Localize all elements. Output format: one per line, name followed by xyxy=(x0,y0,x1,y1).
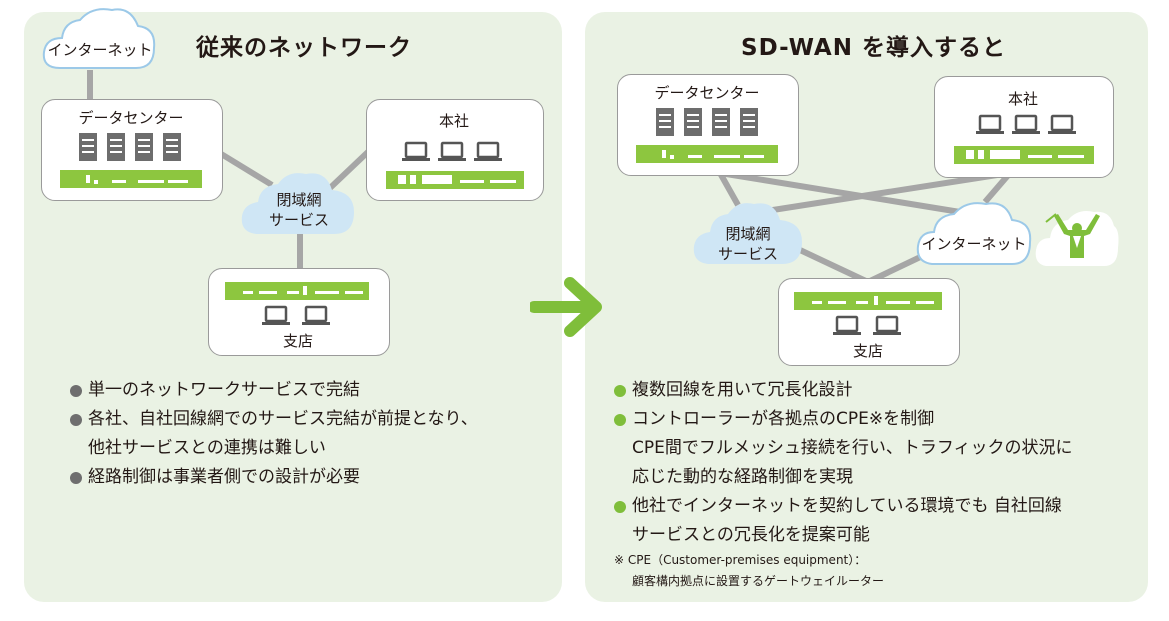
bullet-dot xyxy=(614,385,626,397)
line-hq-closednet xyxy=(327,147,373,191)
branch-label-right: 支店 xyxy=(852,342,883,360)
closed-net-label-left: 閉域網 サービス xyxy=(240,190,358,230)
line-datacenter-closednet xyxy=(216,149,274,188)
cloud-icon xyxy=(693,203,802,264)
list-item-continuation: 他社サービスとの連携は難しい xyxy=(88,438,326,458)
left-title: 従来のネットワーク xyxy=(196,35,412,61)
right-title: SD-WAN を導入すると xyxy=(741,35,1006,61)
footnote: ※ CPE（Customer-premises equipment）： 顧客構内… xyxy=(614,550,884,592)
laptop-icon xyxy=(262,305,330,325)
list-item-continuation: 応じた動的な経路制御を実現 xyxy=(632,467,853,487)
list-item: 単一のネットワークサービスで完結 xyxy=(70,376,478,405)
right-bullet-list: 複数回線を用いて冗長化設計 コントローラーが各拠点のCPE※を制御 CPE間でフ… xyxy=(614,376,1073,550)
bullet-dot xyxy=(614,414,626,426)
list-item: 他社でインターネットを契約している環境でも 自社回線 xyxy=(614,492,1073,521)
laptop-icon xyxy=(402,141,502,161)
bullet-dot xyxy=(70,414,82,426)
hq-label-right: 本社 xyxy=(1007,90,1038,108)
line-closednet-branch-r xyxy=(798,247,870,285)
bullet-dot xyxy=(70,385,82,397)
closed-net-line1: 閉域網 xyxy=(725,225,771,243)
line-dc-internet xyxy=(719,170,961,215)
laptop-icon xyxy=(976,114,1076,134)
datacenter-label-left: データセンター xyxy=(78,109,184,127)
router-icon xyxy=(794,292,942,310)
closed-net-line1: 閉域網 xyxy=(276,191,322,209)
cloud-icon xyxy=(916,202,1032,265)
cloud-icon xyxy=(42,8,156,69)
router-icon xyxy=(60,170,202,188)
footnote-line2: 顧客構内拠点に設置するゲートウェイルーター xyxy=(632,574,885,588)
list-item: 複数回線を用いて冗長化設計 xyxy=(614,376,1073,405)
line-hq-closednet-r xyxy=(759,170,1011,215)
arrow-right-icon xyxy=(530,277,602,337)
router-icon xyxy=(386,171,524,189)
closed-net-line2: サービス xyxy=(717,245,778,263)
router-icon xyxy=(954,146,1094,164)
list-item: 経路制御は事業者側での設計が必要 xyxy=(70,463,478,492)
router-icon xyxy=(225,282,369,300)
list-item: 各社、自社回線網でのサービス完結が前提となり、 xyxy=(70,405,478,434)
bullet-dot xyxy=(70,472,82,484)
list-item-continuation: CPE間でフルメッシュ接続を行い、トラフィックの状況に xyxy=(632,438,1073,458)
bullet-dot xyxy=(614,501,626,513)
server-icon xyxy=(656,108,758,136)
branch-label-left: 支店 xyxy=(282,332,313,350)
list-item: コントローラーが各拠点のCPE※を制御 xyxy=(614,405,1073,434)
hq-label-left: 本社 xyxy=(438,112,469,130)
cloud-icon xyxy=(241,173,354,234)
internet-cloud-label-left: インターネット xyxy=(47,41,153,59)
internet-cloud-label-right: インターネット xyxy=(921,235,1027,253)
laptop-icon xyxy=(833,315,901,335)
footnote-line1: ※ CPE（Customer-premises equipment）： xyxy=(614,553,867,567)
closed-net-line2: サービス xyxy=(268,211,329,229)
router-icon xyxy=(636,145,778,163)
controller-person-icon xyxy=(1035,211,1119,266)
line-dc-closednet-r xyxy=(717,171,741,207)
server-icon xyxy=(79,133,181,161)
left-bullet-list: 単一のネットワークサービスで完結 各社、自社回線網でのサービス完結が前提となり、… xyxy=(70,376,478,492)
datacenter-label-right: データセンター xyxy=(654,84,760,102)
list-item-continuation: サービスとの冗長化を提案可能 xyxy=(632,525,870,545)
closed-net-label-right: 閉域網 サービス xyxy=(692,224,804,264)
